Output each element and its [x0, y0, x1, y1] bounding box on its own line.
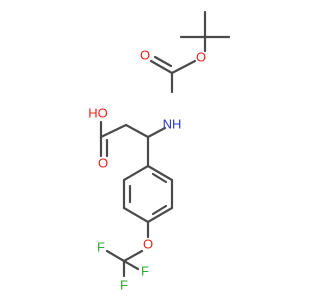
ether-oxygen-label: O [143, 236, 153, 251]
fluorine-right-label: F [141, 263, 149, 278]
bond [151, 204, 168, 216]
boc-carbonyl-oxygen-label: O [140, 47, 150, 62]
bond [122, 249, 144, 263]
structure-canvas: O O NH HO O O F F F [88, 10, 231, 293]
bond [122, 259, 140, 271]
bond [153, 55, 173, 68]
fluorine-left-label: F [97, 239, 105, 254]
amine-nh-label: NH [163, 116, 182, 131]
tert-butyl-group [179, 10, 231, 53]
acid-carbonyl-oxygen-label: O [98, 155, 108, 170]
boc-ester-oxygen-label: O [196, 49, 206, 64]
molecule-diagram: O O NH HO O O F F F [88, 10, 231, 292]
bond [105, 249, 126, 263]
bond [151, 172, 168, 184]
acid-hydroxyl-label: HO [88, 105, 108, 120]
bond [124, 123, 150, 139]
fluorine-bottom-label: F [120, 277, 128, 292]
bond [99, 123, 128, 139]
bond [149, 59, 174, 75]
bond [170, 59, 197, 75]
benzene-ring [122, 164, 174, 224]
bond [146, 126, 167, 139]
